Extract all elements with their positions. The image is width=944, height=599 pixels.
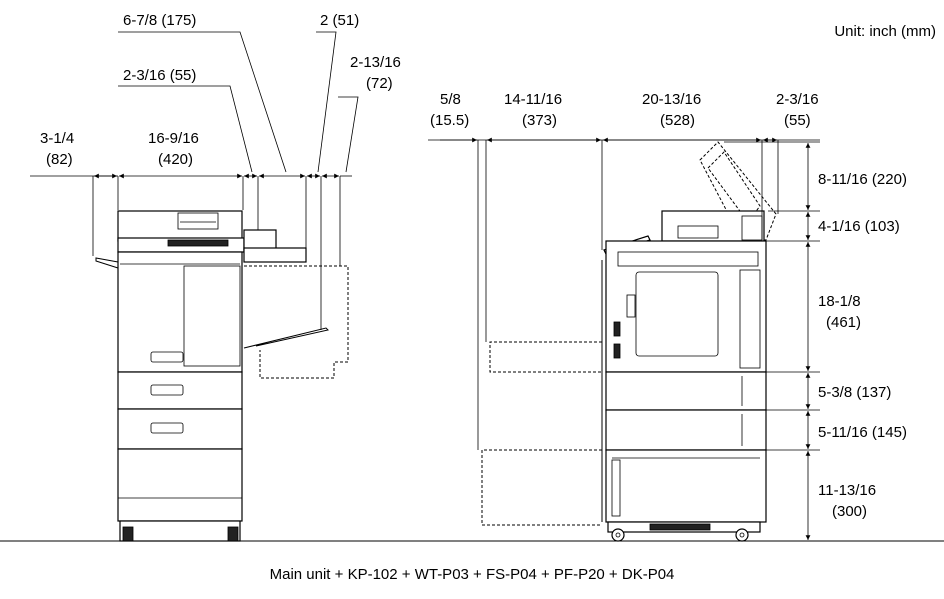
front-view-machine	[95, 210, 349, 542]
height-dim-300-mm: (300)	[832, 503, 867, 520]
height-dim-461-inch: 18-1/8	[818, 293, 861, 310]
front-dim-82-inch: 3-1/4	[40, 130, 74, 147]
front-dim-51: 2 (51)	[320, 12, 359, 29]
height-dim-103: 4-1/16 (103)	[818, 218, 900, 235]
front-dim-82-mm: (82)	[46, 151, 73, 168]
height-dim-461-mm: (461)	[826, 314, 861, 331]
side-view-dimension-lines	[428, 137, 820, 540]
height-dim-145: 5-11/16 (145)	[818, 424, 907, 441]
side-dim-15-mm: (15.5)	[430, 112, 469, 129]
side-dim-528-mm: (528)	[660, 112, 695, 129]
front-view-dimension-lines	[30, 31, 359, 330]
side-dim-373-inch: 14-11/16	[504, 91, 562, 108]
front-dim-175: 6-7/8 (175)	[123, 12, 196, 29]
side-view-machine	[481, 141, 777, 542]
side-dim-55-inch: 2-3/16	[776, 91, 819, 108]
height-dim-220: 8-11/16 (220)	[818, 171, 907, 188]
height-dim-137: 5-3/8 (137)	[818, 384, 891, 401]
height-dim-300-inch: 11-13/16	[818, 482, 876, 499]
unit-label: Unit: inch (mm)	[834, 23, 936, 40]
front-dim-72-mm: (72)	[366, 75, 393, 92]
side-dim-55-mm: (55)	[784, 112, 811, 129]
front-dim-420-inch: 16-9/16	[148, 130, 199, 147]
front-dim-420-mm: (420)	[158, 151, 193, 168]
front-dim-72-inch: 2-13/16	[350, 54, 401, 71]
side-dim-373-mm: (373)	[522, 112, 557, 129]
front-dim-55: 2-3/16 (55)	[123, 67, 196, 84]
caption: Main unit + KP-102 + WT-P03 + FS-P04 + P…	[269, 566, 675, 583]
side-dim-15-inch: 5/8	[440, 91, 461, 108]
side-dim-528-inch: 20-13/16	[642, 91, 701, 108]
